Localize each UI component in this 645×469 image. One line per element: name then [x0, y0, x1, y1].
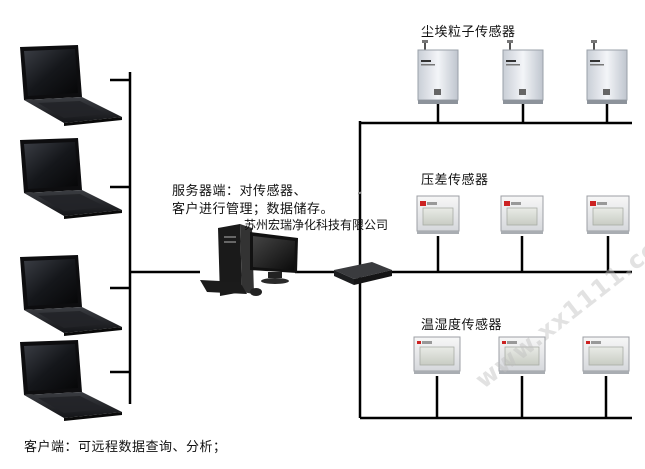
temp-humidity-sensor-2: [498, 336, 546, 375]
laptop-3: [20, 255, 122, 336]
dust-sensor-3: [586, 39, 628, 105]
network-switch: [334, 191, 392, 285]
laptop-4: [20, 340, 122, 421]
temp-humidity-sensors: [413, 336, 630, 375]
pressure-sensor-1: [416, 195, 460, 235]
temp-humidity-sensor-3: [582, 336, 630, 375]
company-name: 苏州宏瑞净化科技有限公司: [244, 218, 389, 232]
laptop-2: [20, 138, 122, 219]
server-description-line2: 客户进行管理；数据储存。: [172, 202, 335, 217]
client-laptops: [20, 45, 122, 421]
dust-sensor-1: [417, 39, 459, 105]
dust-sensor-title: 尘埃粒子传感器: [421, 25, 516, 40]
temp-humidity-sensor-1: [413, 336, 461, 375]
temp-humidity-sensor-title: 温湿度传感器: [421, 318, 503, 333]
pressure-sensor-title: 压差传感器: [421, 173, 489, 188]
server-description-line1: 服务器端：对传感器、: [172, 184, 308, 199]
server-desktop: [200, 224, 298, 296]
dust-sensors: [417, 39, 628, 105]
connection-lines: [110, 72, 632, 420]
pressure-sensor-3: [586, 195, 630, 235]
pressure-sensors: [416, 195, 630, 235]
laptop-1: [20, 45, 122, 126]
client-description: 客户端：可远程数据查询、分析；: [24, 440, 227, 455]
pressure-sensor-2: [500, 195, 544, 235]
dust-sensor-2: [502, 39, 544, 105]
